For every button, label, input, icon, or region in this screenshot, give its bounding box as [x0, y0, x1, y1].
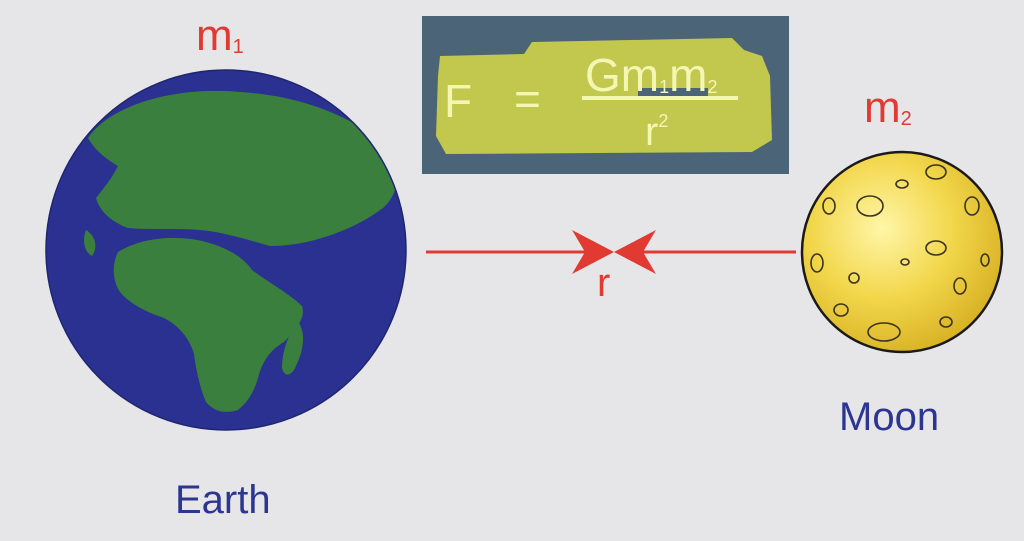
formula-g: G: [585, 49, 621, 101]
formula-force: F: [444, 75, 473, 127]
formula-denominator: r2: [645, 112, 668, 152]
attraction-line: [426, 230, 796, 274]
moon-globe: [800, 150, 1004, 354]
moon-surface: [800, 150, 1004, 354]
earth-mass-symbol: m: [196, 11, 233, 60]
fraction-bar: [582, 96, 738, 100]
formula-r-exponent: 2: [658, 111, 669, 131]
earth-mass-index: 1: [232, 36, 244, 58]
earth-mass-label: m1: [196, 14, 244, 58]
distance-label: r: [597, 261, 611, 305]
moon-mass-label: m2: [864, 86, 912, 130]
formula-box: F = Gm1m2 r2: [422, 16, 789, 174]
formula-numerator: Gm1m2: [585, 52, 717, 98]
moon-craters: [810, 164, 990, 342]
earth-name-label: Earth: [175, 478, 271, 522]
earth-continents: [84, 90, 398, 412]
moon-name-label: Moon: [839, 395, 940, 439]
formula-m2: m: [669, 49, 708, 101]
formula-equals: =: [514, 73, 541, 125]
moon-mass-symbol: m: [864, 83, 901, 132]
formula-m2-index: 2: [707, 77, 718, 97]
arrowhead-left: [614, 230, 656, 274]
formula-m1-index: 1: [659, 77, 670, 97]
earth-outline: [45, 69, 407, 431]
formula-m1: m: [620, 49, 660, 101]
arrowhead-right: [572, 230, 614, 274]
formula-r: r: [645, 110, 659, 154]
moon-mass-index: 2: [900, 108, 912, 130]
earth-globe: [45, 69, 407, 431]
